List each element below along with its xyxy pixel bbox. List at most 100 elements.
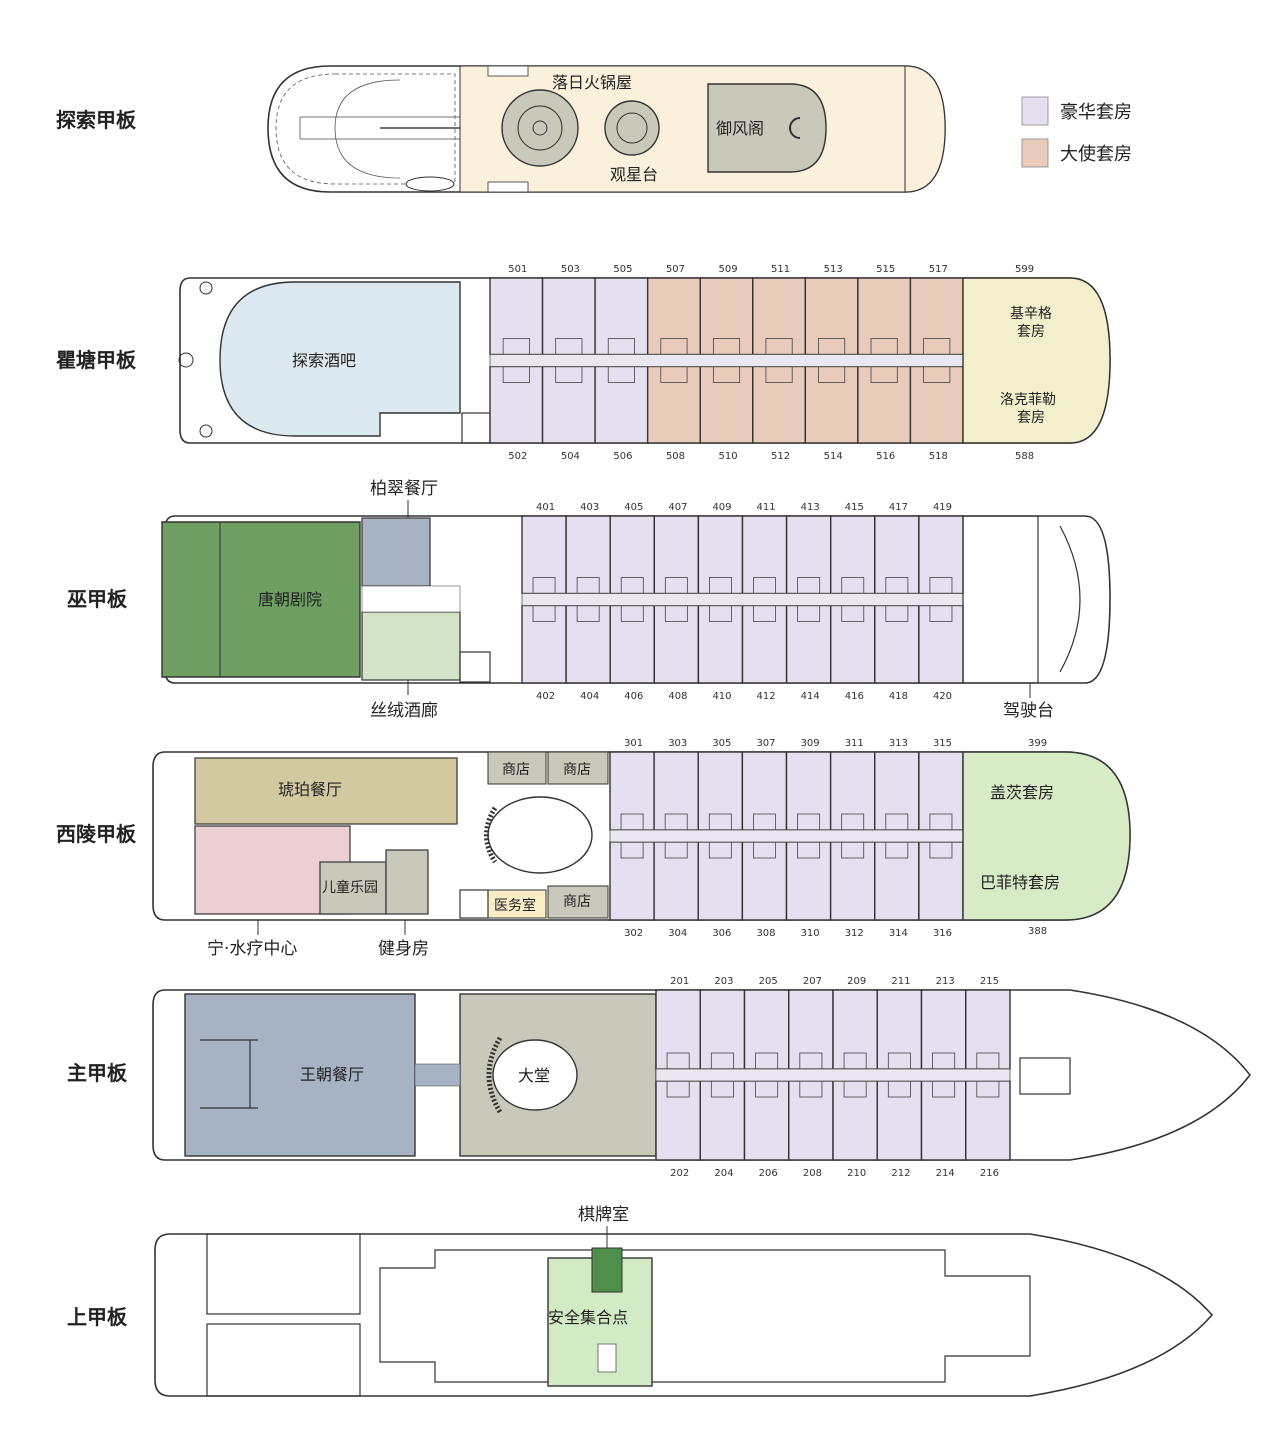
cabin-number-403: 403 xyxy=(580,502,599,513)
cabin-518 xyxy=(909,365,964,444)
cabin-number-507: 507 xyxy=(666,264,685,275)
cabin-408 xyxy=(653,604,700,684)
cabin-510 xyxy=(699,365,754,444)
hotpot-center xyxy=(532,120,548,136)
cabin-number-506: 506 xyxy=(613,451,632,462)
theater-stage-outline xyxy=(219,521,361,678)
clinic xyxy=(487,889,547,919)
cabin-number-503: 503 xyxy=(561,264,580,275)
deck-label-explore: 探索甲板 xyxy=(56,108,137,132)
callout-gym: 健身房 xyxy=(378,939,429,959)
cabin-411 xyxy=(741,515,788,595)
xiling-suites xyxy=(962,751,1131,921)
cabin-207 xyxy=(788,989,834,1070)
cabin-corridor xyxy=(655,1068,1011,1082)
cabin-513 xyxy=(804,277,859,356)
cabin-204 xyxy=(699,1080,746,1161)
wu-corridor xyxy=(361,585,461,613)
room-label-tang-theater: 唐朝剧院 xyxy=(258,590,322,609)
cabin-512 xyxy=(752,365,807,444)
room-label-lobby: 大堂 xyxy=(518,1066,550,1085)
room-label-yufeng: 御风阁 xyxy=(716,119,764,138)
cabin-number-588: 588 xyxy=(1015,451,1034,462)
cabin-number-414: 414 xyxy=(801,691,820,702)
explore-hull-inner xyxy=(275,73,456,185)
deck-label-upper: 上甲板 xyxy=(67,1305,128,1329)
room-label-kissinger-suite: 套房 xyxy=(1017,324,1045,340)
deck-upper: 棋牌室 安全集合点 xyxy=(154,1205,1214,1397)
cabin-number-302: 302 xyxy=(624,928,643,939)
callout-velvet: 丝绒酒廊 xyxy=(370,701,438,721)
cabin-405 xyxy=(609,515,656,595)
cabin-406 xyxy=(609,604,656,684)
cabin-416 xyxy=(830,604,876,684)
cabin-509 xyxy=(699,277,754,356)
room-label-hotpot: 落日火锅屋 xyxy=(552,73,632,92)
deck-label-xiling: 西陵甲板 xyxy=(56,822,137,846)
main-fore-stair xyxy=(1019,1057,1071,1095)
cabin-514 xyxy=(804,365,859,444)
room-label-stargazing: 观星台 xyxy=(610,165,658,184)
cabin-420 xyxy=(918,604,964,684)
deck-label-wu: 巫甲板 xyxy=(67,587,128,611)
explore-deck-bow xyxy=(904,65,946,193)
cabin-501 xyxy=(489,277,544,356)
callout-spa: 宁·水疗中心 xyxy=(207,939,297,959)
cabin-305 xyxy=(697,751,744,831)
cabin-number-303: 303 xyxy=(668,738,687,749)
cabin-505 xyxy=(594,277,649,356)
cabin-403 xyxy=(565,515,611,595)
cabin-number-399: 399 xyxy=(1028,738,1047,749)
cabin-213 xyxy=(920,989,967,1070)
xiling-stair xyxy=(459,889,489,919)
cabin-corridor xyxy=(609,829,964,843)
cabin-502 xyxy=(489,365,544,444)
cabin-517 xyxy=(909,277,964,356)
cabin-number-402: 402 xyxy=(536,691,555,702)
cabin-409 xyxy=(697,515,744,595)
cabin-number-306: 306 xyxy=(712,928,731,939)
cabin-number-410: 410 xyxy=(712,691,731,702)
cabin-number-514: 514 xyxy=(824,451,843,462)
cabin-number-401: 401 xyxy=(536,502,555,513)
room-label-amber: 琥珀餐厅 xyxy=(278,780,342,799)
cabin-number-418: 418 xyxy=(889,691,908,702)
cabin-number-304: 304 xyxy=(668,928,687,939)
callout-card-room: 棋牌室 xyxy=(578,1205,629,1225)
yufeng-stair-icon xyxy=(789,117,801,139)
cabin-415 xyxy=(830,515,876,595)
cabin-number-511: 511 xyxy=(771,264,790,275)
anchor-icon xyxy=(178,352,194,368)
cabin-number-307: 307 xyxy=(756,738,775,749)
cabin-401 xyxy=(521,515,567,595)
cabin-number-599: 599 xyxy=(1015,264,1034,275)
velvet-lounge xyxy=(361,611,461,681)
cabin-number-212: 212 xyxy=(891,1168,910,1179)
cabin-302 xyxy=(609,841,655,921)
upper-superstructure xyxy=(379,1249,1031,1383)
cabin-number-420: 420 xyxy=(933,691,952,702)
cabin-number-407: 407 xyxy=(668,502,687,513)
legend-swatch-ambassador xyxy=(1021,138,1049,168)
deck-label-main: 主甲板 xyxy=(67,1061,128,1085)
shop xyxy=(547,885,609,919)
cabin-number-309: 309 xyxy=(801,738,820,749)
cabin-number-201: 201 xyxy=(670,976,689,987)
lobby-stair xyxy=(486,1036,503,1114)
cabin-407 xyxy=(653,515,700,595)
cabin-number-312: 312 xyxy=(845,928,864,939)
shop xyxy=(547,751,609,785)
gym xyxy=(385,849,429,915)
atrium-ellipse xyxy=(487,796,593,874)
cabin-308 xyxy=(741,841,788,921)
cabin-417 xyxy=(874,515,920,595)
cabin-205 xyxy=(743,989,790,1070)
room-label-shop-1: 商店 xyxy=(502,762,530,778)
cabin-315 xyxy=(918,751,964,831)
cabin-314 xyxy=(874,841,920,921)
deck-xiling: 琥珀餐厅 儿童乐园 宁·水疗中心 健身房 商店 商店 商店 医务室 301302… xyxy=(152,738,1131,959)
wu-stair xyxy=(459,651,491,683)
baicui-restaurant xyxy=(361,517,431,587)
cabin-208 xyxy=(788,1080,834,1161)
cabin-410 xyxy=(697,604,744,684)
